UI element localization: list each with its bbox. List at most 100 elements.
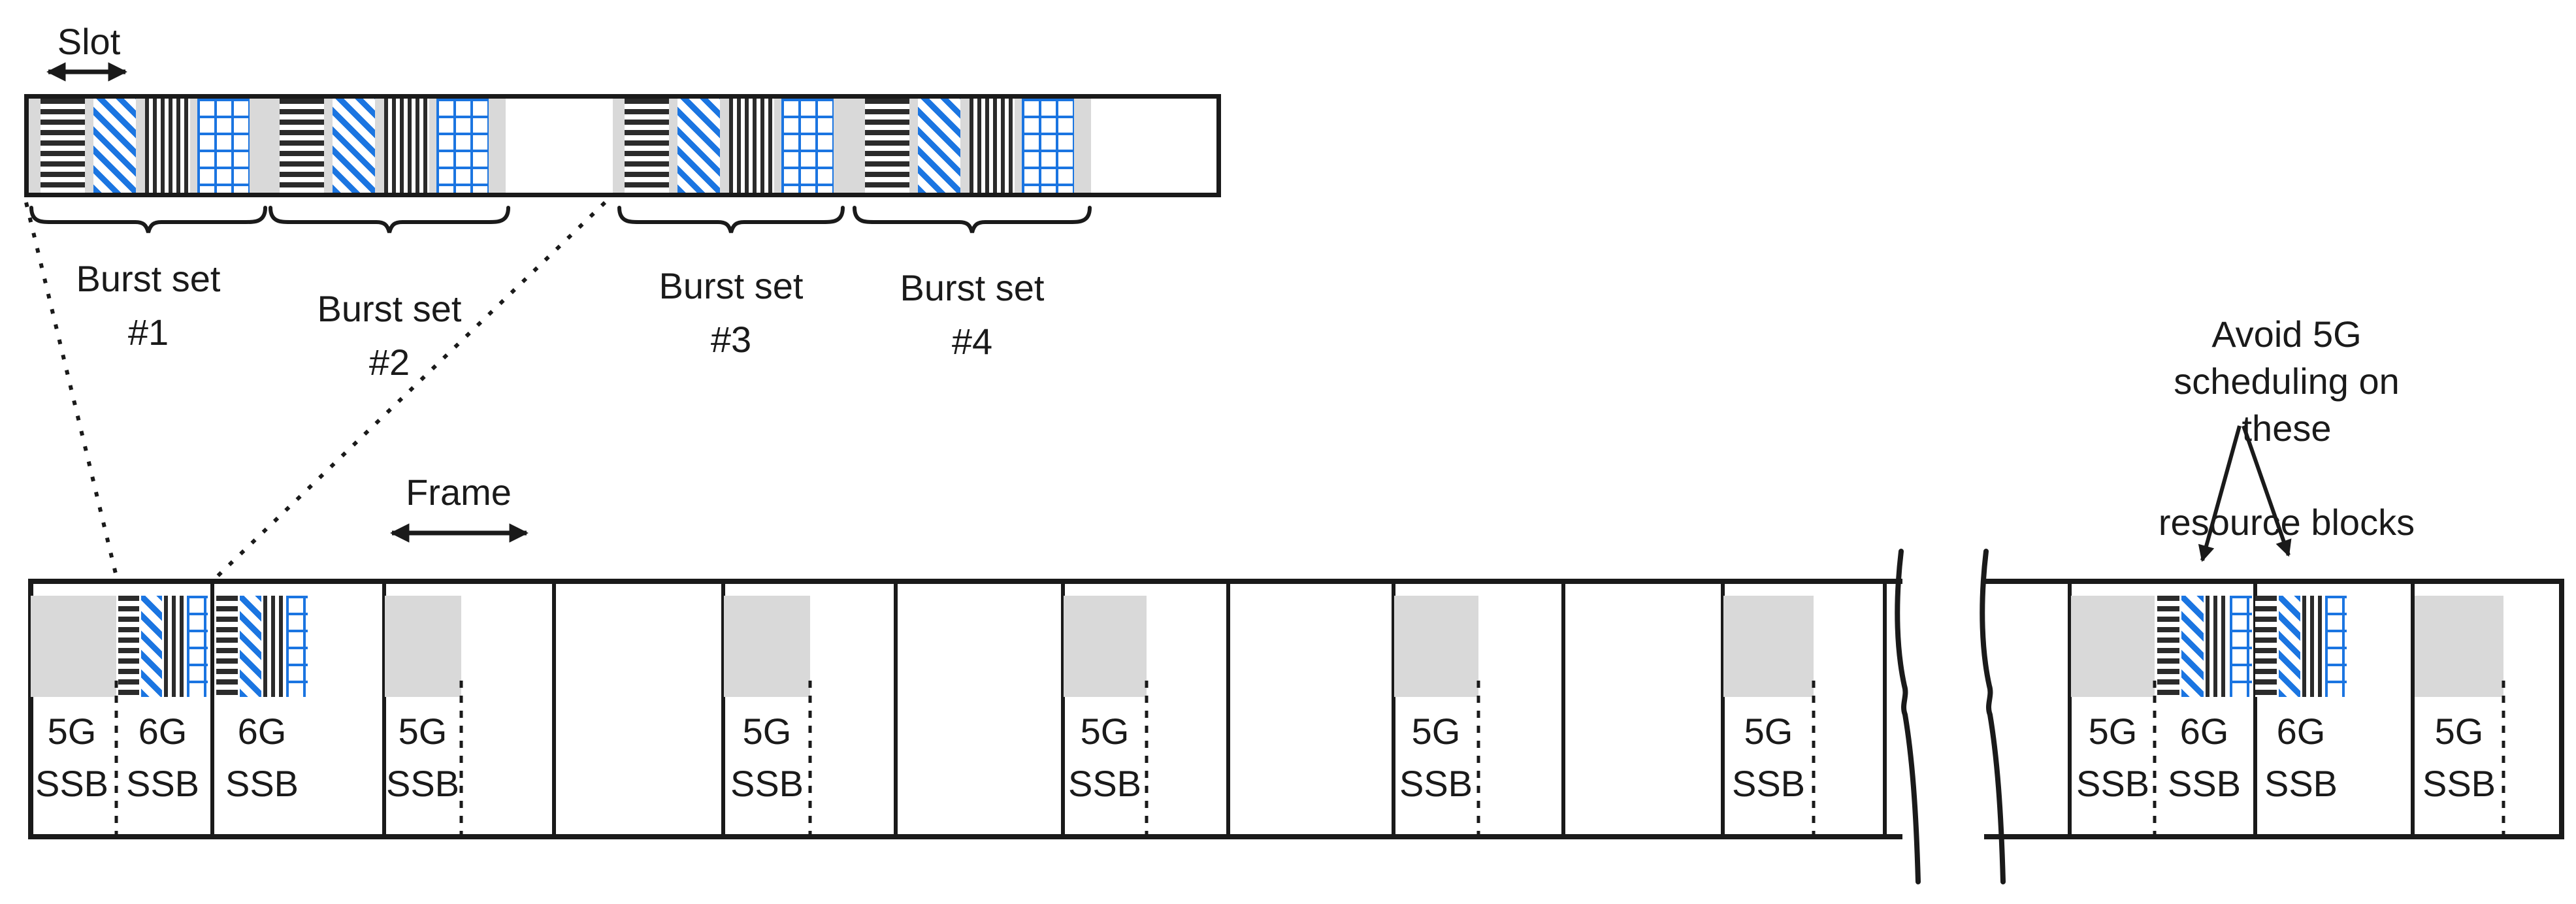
ssb-burst-pattern-group xyxy=(216,596,308,697)
grid-pattern xyxy=(781,99,834,193)
hstripes-pattern xyxy=(118,596,139,697)
frame-divider xyxy=(2253,584,2257,834)
diagonal-pattern xyxy=(239,596,261,697)
burst-set-brace-4 xyxy=(853,206,1092,233)
hstripes-pattern xyxy=(625,99,669,193)
slot-gap xyxy=(613,99,625,193)
frame-divider xyxy=(2411,584,2415,834)
burst-set-brace-2 xyxy=(269,206,510,233)
slot-gap xyxy=(853,99,865,193)
frame-divider xyxy=(721,584,725,834)
label-5g-ssb: 5G SSB xyxy=(35,711,109,804)
label-5g-ssb: 5G SSB xyxy=(2076,711,2150,804)
burst-set-brace-1 xyxy=(29,206,267,233)
grid-pattern xyxy=(2325,596,2347,697)
label-6g-ssb: 6G SSB xyxy=(225,711,299,804)
diagonal-pattern xyxy=(677,99,720,193)
label-5g-ssb: 5G SSB xyxy=(1399,711,1473,804)
burst-set-label-3: Burst set #3 xyxy=(659,265,804,360)
gray-5g-block xyxy=(2071,596,2155,697)
hstripes-pattern xyxy=(280,99,324,193)
slot-gap xyxy=(190,99,197,193)
diagonal-pattern xyxy=(93,99,136,193)
slot-gap xyxy=(429,99,436,193)
gray-5g-block xyxy=(31,596,116,697)
annotation-line-1: Avoid 5G scheduling on these xyxy=(2174,314,2400,449)
label-6g-ssb: 6G SSB xyxy=(2167,711,2242,804)
slot-gap xyxy=(960,99,970,193)
gray-5g-block xyxy=(1723,596,1814,697)
slot-zoom-bar xyxy=(24,94,1221,197)
hstripes-pattern xyxy=(865,99,909,193)
slot-gap xyxy=(324,99,333,193)
diagonal-pattern xyxy=(333,99,375,193)
slot-gap xyxy=(774,99,781,193)
burst-set-label-4: Burst set #4 xyxy=(900,267,1045,362)
slot-gap xyxy=(375,99,384,193)
gray-5g-block xyxy=(2415,596,2503,697)
frame-divider xyxy=(210,584,214,834)
slot-gap xyxy=(1074,99,1091,193)
label-5g-ssb: 5G SSB xyxy=(730,711,804,804)
grid-pattern xyxy=(2230,596,2252,697)
diagonal-pattern xyxy=(918,99,960,193)
frame-divider xyxy=(1883,584,1887,834)
burst-set-blocks-1 xyxy=(29,99,268,193)
slot-gap xyxy=(268,99,280,193)
slot-gap xyxy=(85,99,93,193)
slot-gap xyxy=(909,99,918,193)
burst-set-brace-3 xyxy=(617,206,845,233)
burst-set-blocks-2 xyxy=(268,99,506,193)
frame-divider xyxy=(1226,584,1230,834)
slot-gap xyxy=(834,99,853,193)
slot-gap xyxy=(1015,99,1022,193)
hstripes-pattern xyxy=(2157,596,2179,697)
frame-divider xyxy=(552,584,556,834)
hstripes-pattern xyxy=(216,596,238,697)
vstripes-pattern xyxy=(263,596,285,697)
frame-divider xyxy=(894,584,898,834)
slot-gap xyxy=(489,99,506,193)
frame-divider xyxy=(1392,584,1395,834)
grid-pattern xyxy=(286,596,308,697)
zoom-connector-line xyxy=(216,201,607,578)
grid-pattern xyxy=(197,99,250,193)
vstripes-pattern xyxy=(2206,596,2228,697)
frame-divider xyxy=(1061,584,1065,834)
hstripes-pattern xyxy=(41,99,85,193)
diagonal-pattern xyxy=(141,596,162,697)
label-6g-ssb: 6G SSB xyxy=(2264,711,2338,804)
frame-divider xyxy=(382,584,386,834)
vstripes-pattern xyxy=(2302,596,2324,697)
burst-set-label-2: Burst set #2 xyxy=(317,288,462,383)
slot-gap xyxy=(669,99,677,193)
frame-bar-left xyxy=(28,579,1902,839)
annotation-line-2: resource blocks xyxy=(2158,502,2415,543)
slot-gap xyxy=(29,99,41,193)
frame-divider xyxy=(1561,584,1565,834)
grid-pattern xyxy=(1022,99,1074,193)
gray-5g-block xyxy=(724,596,810,697)
slot-gap xyxy=(720,99,729,193)
label-5g-ssb: 5G SSB xyxy=(2422,711,2496,804)
slot-label: Slot xyxy=(57,21,121,62)
hstripes-pattern xyxy=(2255,596,2277,697)
ssb-burst-pattern-group xyxy=(2157,596,2252,697)
ssb-burst-pattern-group xyxy=(2255,596,2347,697)
label-6g-ssb: 6G SSB xyxy=(125,711,200,804)
diagonal-pattern xyxy=(2278,596,2300,697)
slot-gap xyxy=(136,99,145,193)
vstripes-pattern xyxy=(164,596,185,697)
grid-pattern xyxy=(436,99,489,193)
frame-divider xyxy=(1721,584,1725,834)
slot-gap xyxy=(250,99,268,193)
label-5g-ssb: 5G SSB xyxy=(1068,711,1142,804)
vstripes-pattern xyxy=(145,99,190,193)
ssb-burst-pattern-group xyxy=(118,596,208,697)
burst-set-label-1: Burst set #1 xyxy=(76,258,221,353)
gray-5g-block xyxy=(385,596,461,697)
frame-divider xyxy=(2068,584,2072,834)
diagonal-pattern xyxy=(2181,596,2204,697)
gray-5g-block xyxy=(1064,596,1147,697)
